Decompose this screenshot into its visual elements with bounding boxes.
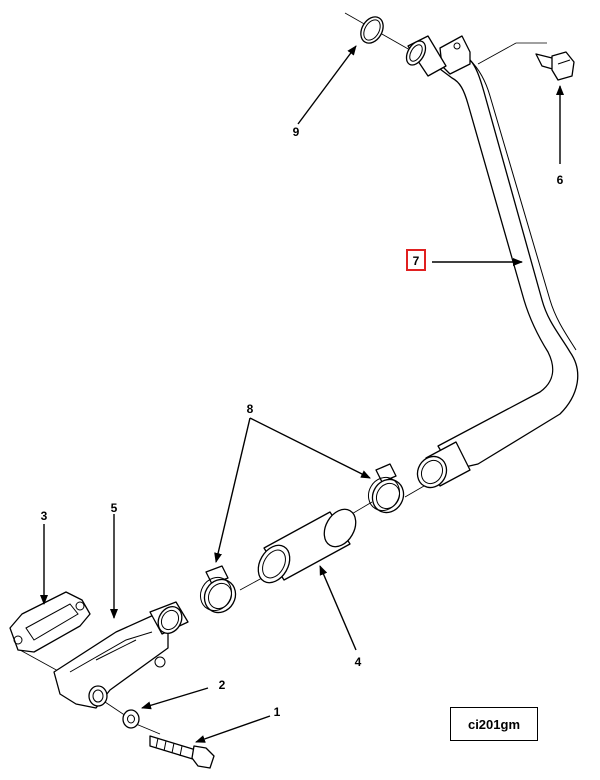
- callout-9: 9: [293, 125, 300, 139]
- callout-6: 6: [557, 173, 564, 187]
- callout-1: 1: [274, 705, 281, 719]
- callout-8: 8: [247, 402, 254, 416]
- connector-part-5: [53, 601, 189, 709]
- callout-labels: 9 6 7 8 4 3 5 2 1: [41, 125, 564, 719]
- hose-clamp-part-8-upper: [367, 463, 405, 514]
- figure-id-label: ci201gm: [450, 707, 538, 741]
- callout-3: 3: [41, 509, 48, 523]
- tube-assembly-part-7: [405, 35, 579, 489]
- callout-7: 7: [413, 254, 420, 268]
- callout-5: 5: [111, 501, 118, 515]
- bolt-part-6: [535, 51, 575, 81]
- hose-clamp-part-8-lower: [199, 565, 237, 614]
- callout-2: 2: [219, 678, 226, 692]
- hose-part-4: [257, 508, 357, 584]
- assembly-centerlines: [19, 12, 547, 735]
- cap-screw-part-1: [149, 735, 215, 769]
- washer-part-2: [122, 709, 140, 729]
- leader-lines: [40, 45, 564, 743]
- callout-7-highlight-box: [406, 249, 426, 271]
- o-ring-part-9: [360, 16, 384, 44]
- callout-4: 4: [355, 655, 362, 669]
- gasket-part-3: [9, 591, 91, 653]
